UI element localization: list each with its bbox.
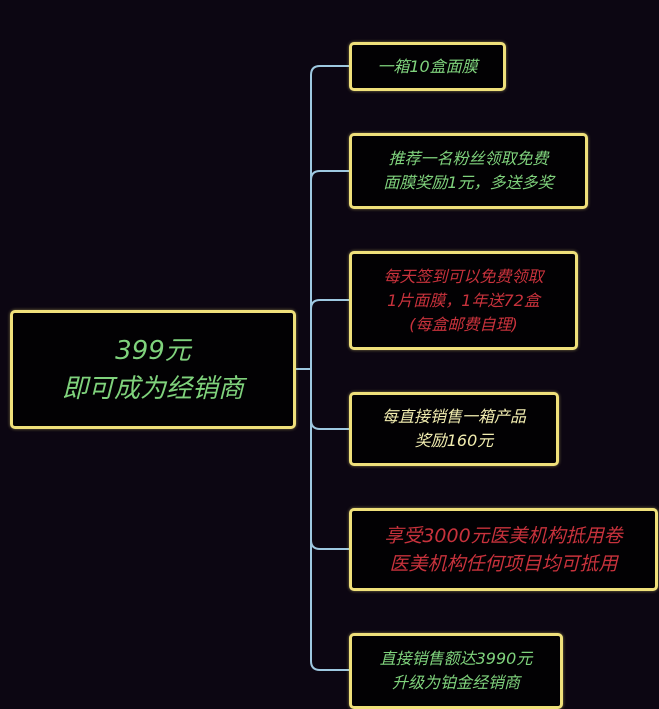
root-line-title: 即可成为经销商 (61, 373, 244, 404)
connector-3 (310, 299, 349, 310)
root-line-price: 399元 (115, 335, 191, 366)
node-box-count: 一箱10盒面膜 (349, 42, 506, 91)
connector-2 (310, 170, 349, 181)
node-text: 一箱10盒面膜 (377, 56, 478, 76)
node-text: 奖励160元 (414, 431, 494, 450)
node-medical-voucher: 享受3000元医美机构抵用卷 医美机构任何项目均可抵用 (349, 508, 658, 591)
node-text: 直接销售额达3990元 (379, 649, 533, 668)
connector-trunk (310, 65, 349, 671)
node-daily-checkin: 每天签到可以免费领取 1片面膜，1年送72盒 (每盒邮费自理) (349, 251, 578, 350)
node-referral-reward: 推荐一名粉丝领取免费 面膜奖励1元，多送多奖 (349, 133, 588, 209)
node-text: 每天签到可以免费领取 (383, 266, 544, 286)
node-text: 医美机构任何项目均可抵用 (389, 552, 618, 575)
node-text: 每直接销售一箱产品 (381, 407, 526, 426)
connector-4 (310, 419, 349, 430)
node-text: 升级为铂金经销商 (391, 673, 520, 692)
node-text: 面膜奖励1元，多送多奖 (383, 173, 554, 192)
node-text: 1片面膜，1年送72盒 (387, 290, 540, 310)
node-platinum-upgrade: 直接销售额达3990元 升级为铂金经销商 (349, 633, 563, 709)
node-text: 推荐一名粉丝领取免费 (388, 149, 549, 168)
node-text: (每盒邮费自理) (409, 314, 518, 334)
connector-5 (310, 539, 349, 550)
root-node: 399元 即可成为经销商 (10, 310, 296, 429)
node-text: 享受3000元医美机构抵用卷 (384, 524, 623, 547)
node-direct-sales-reward: 每直接销售一箱产品 奖励160元 (349, 392, 559, 466)
